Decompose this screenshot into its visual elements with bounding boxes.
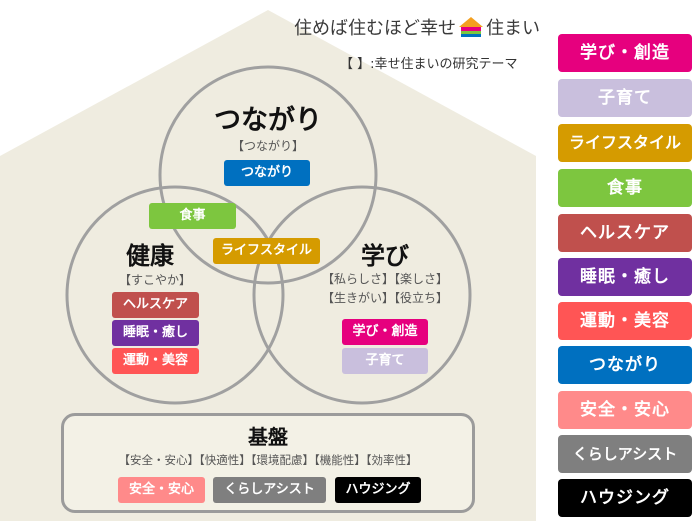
legend-manabi-sozo: 学び・創造 [558, 34, 692, 72]
tag-manabi-sozo: 学び・創造 [342, 319, 428, 345]
legend-shokuji: 食事 [558, 169, 692, 207]
tag-undo: 運動・美容 [112, 348, 199, 374]
legend-undo: 運動・美容 [558, 302, 692, 340]
circle-manabi [252, 185, 472, 405]
circle-title-kenko: 健康 [126, 242, 174, 270]
legend-lifestyle: ライフスタイル [558, 124, 692, 162]
legend-suimin: 睡眠・癒し [558, 258, 692, 296]
house-roof-icon [458, 16, 484, 38]
tag-anzen: 安全・安心 [118, 477, 205, 503]
tag-shokuji: 食事 [149, 203, 236, 229]
legend-kurashi: くらしアシスト [558, 435, 692, 473]
circle-tsunagari [158, 65, 378, 285]
circle-title-tsunagari: つながり [214, 105, 322, 136]
tag-healthcare: ヘルスケア [112, 292, 199, 318]
brand-logo: 住めば住むほど幸せ 住まい [294, 14, 540, 40]
tag-suimin: 睡眠・癒し [112, 320, 199, 346]
tag-lifestyle: ライフスタイル [213, 238, 320, 264]
tag-kurashi: くらしアシスト [213, 477, 326, 503]
legend-housing: ハウジング [558, 479, 692, 517]
house-shape [0, 10, 536, 521]
circle-kenko [65, 185, 285, 405]
legend-kosodate: 子育て [558, 79, 692, 117]
circle-sub-kenko: 【すこやか】 [118, 273, 191, 287]
tag-housing: ハウジング [335, 477, 421, 503]
legend-healthcare: ヘルスケア [558, 214, 692, 252]
tag-tsunagari: つながり [224, 160, 310, 186]
subtitle: 【 】:幸せ住まいの研究テーマ [340, 57, 518, 72]
base-title: 基盤 [248, 425, 288, 449]
logo-text-part2: 住まい [486, 18, 540, 39]
legend-tsunagari: つながり [558, 346, 692, 384]
circle-title-manabi: 学び [361, 242, 409, 270]
legend-anzen: 安全・安心 [558, 391, 692, 429]
circle-sub-manabi-2: 【生きがい】【役立ち】 [321, 291, 448, 305]
circle-sub-manabi-1: 【私らしさ】【楽しさ】 [321, 272, 448, 286]
circle-sub-tsunagari: 【つながり】 [231, 139, 304, 153]
base-sub: 【安全・安心】【快適性】【環境配慮】【機能性】【効率性】 [118, 453, 418, 467]
logo-text-part1: 住めば住むほど幸せ [294, 18, 456, 39]
tag-kosodate: 子育て [342, 348, 428, 374]
